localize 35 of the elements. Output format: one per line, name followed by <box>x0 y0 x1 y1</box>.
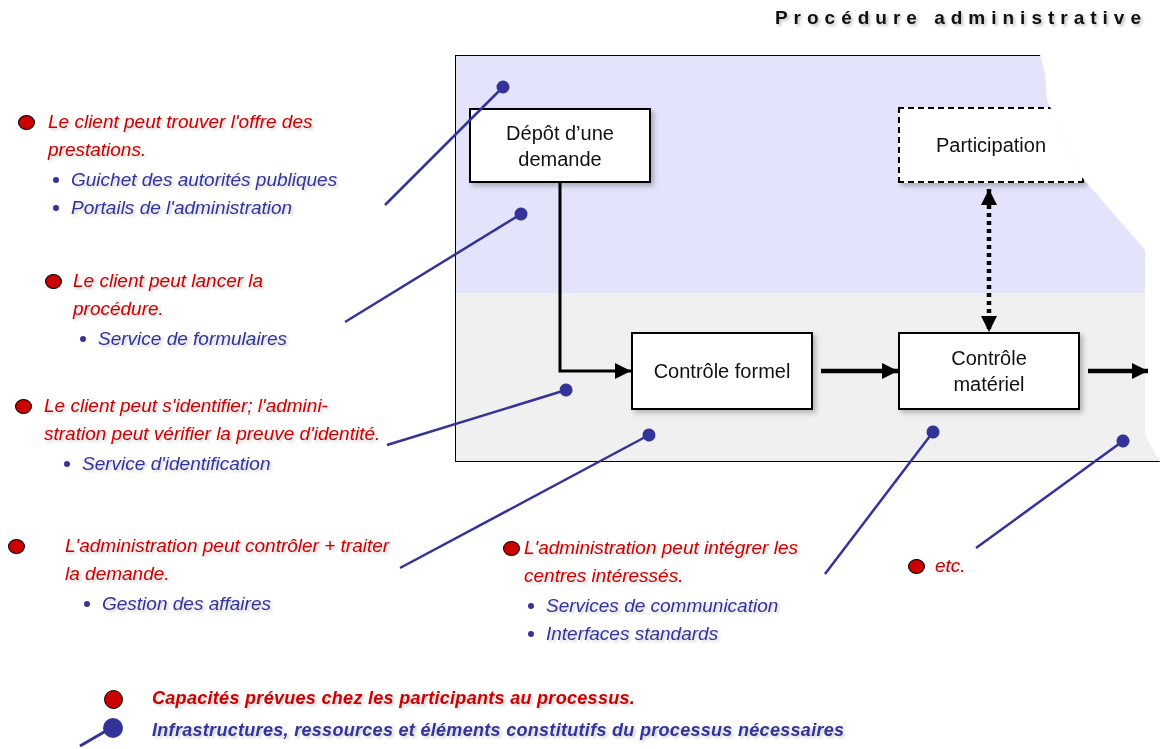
resource-item: Guichet des autorités publiques <box>71 169 338 190</box>
arrow <box>821 363 898 379</box>
capability-text: etc. <box>935 554 967 578</box>
resource-item: Services de communication <box>546 595 779 616</box>
arrow <box>1088 363 1148 379</box>
leader-line <box>386 383 573 447</box>
leader-line <box>344 207 528 324</box>
box-label: Dépôt d’une demande <box>505 120 615 172</box>
diagram-title: Procédure administrative <box>774 7 1147 29</box>
process-box <box>898 332 1080 410</box>
process-box <box>898 107 1084 183</box>
process-area <box>455 55 1160 462</box>
box-label: Contrôle formel <box>653 359 791 384</box>
capability-text: L'administration peut intégrer les centres intéressés. <box>524 536 799 588</box>
box-label: Contrôle matériel <box>950 346 1028 397</box>
resource-item: Gestion des affaires <box>102 593 271 614</box>
resource-item: Service de formulaires <box>98 328 288 349</box>
process-box <box>631 332 813 410</box>
arrow <box>981 189 997 332</box>
resource-item: Interfaces standards <box>546 623 719 644</box>
leader-line <box>975 434 1130 549</box>
box-label: Participation <box>935 133 1047 158</box>
legend-text: Infrastructures, ressources et éléments constitutifs du processus nécessaires <box>152 720 845 741</box>
resource-item: Portails de l'administration <box>71 197 293 218</box>
capability-text: L'administration peut contrôler + traiter la demande. <box>65 534 391 586</box>
leader-line <box>399 428 656 570</box>
resource-item: Service d'identification <box>82 453 271 474</box>
capability-text: Le client peut trouver l'offre des prestations. <box>48 110 314 162</box>
leader-line <box>824 425 940 575</box>
process-box <box>469 108 651 183</box>
capability-text: Le client peut s'identifier; l'admini-stration peut vérifier la preuve d'identité. <box>44 394 382 446</box>
legend-text: Capacités prévues chez les participants au processus. <box>152 688 636 709</box>
capability-text: Le client peut lancer la procédure. <box>73 269 265 321</box>
leader-line <box>384 80 510 206</box>
arrow <box>558 183 631 379</box>
